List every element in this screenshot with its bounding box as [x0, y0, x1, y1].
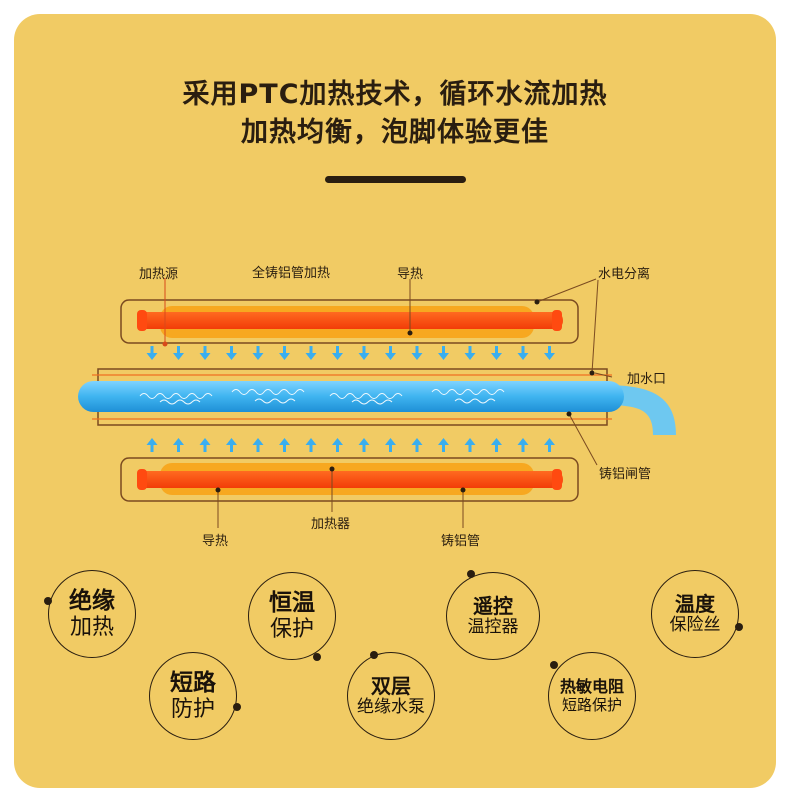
- heat-arrow-up: [438, 438, 449, 452]
- feature-subtitle: 短路保护: [561, 695, 622, 714]
- feature-title: 短路: [170, 670, 216, 697]
- heat-arrow-up: [491, 438, 502, 452]
- heat-arrow-down: [146, 346, 158, 360]
- label-cast-aluminum-tube: 铸铝管: [441, 534, 481, 549]
- heat-arrow-up: [332, 438, 343, 452]
- feature-badge-short-circuit-protection: 短路 防护: [149, 652, 241, 740]
- headline-line-2: 加热均衡，泡脚体验更佳: [241, 117, 549, 148]
- heat-arrow-up: [358, 438, 370, 452]
- leader-lines: [164, 278, 613, 528]
- heat-arrow-up: [199, 438, 211, 452]
- heat-arrow-up: [146, 438, 158, 452]
- heat-arrow-up: [517, 438, 529, 452]
- title-divider: [325, 176, 466, 183]
- heat-arrow-up: [385, 438, 396, 452]
- label-water-inlet: 加水口: [627, 372, 667, 387]
- heat-arrow-up: [411, 438, 423, 452]
- feature-title: 绝缘: [69, 588, 115, 615]
- feature-title: 遥控: [473, 593, 513, 618]
- heat-arrow-down: [411, 346, 423, 360]
- feature-subtitle: 加热: [69, 614, 114, 640]
- heat-arrow-up: [252, 438, 264, 452]
- heat-arrow-down: [252, 346, 264, 360]
- heat-arrow-down: [332, 346, 343, 360]
- water-tube: [78, 368, 676, 435]
- bottom-heater: [120, 457, 579, 502]
- heat-arrow-down: [438, 346, 449, 360]
- label-heater: 加热器: [311, 517, 351, 532]
- leader-dots: [162, 299, 595, 493]
- feature-badge-double-insulated-pump: 双层 绝缘水泵: [347, 651, 435, 740]
- label-cast-aluminum-heating: 全铸铝管加热: [252, 266, 331, 281]
- feature-badge-thermal-fuse: 温度 保险丝: [651, 570, 743, 658]
- heat-arrow-down: [491, 346, 502, 360]
- heat-arrow-down: [517, 346, 529, 360]
- heat-arrow-up: [464, 438, 476, 452]
- label-water-electric-separation: 水电分离: [598, 267, 651, 282]
- heat-arrow-down: [305, 346, 317, 360]
- heat-arrow-down: [226, 346, 237, 360]
- heat-arrow-down: [544, 346, 555, 360]
- feature-badge-remote-thermostat: 遥控 温控器: [446, 570, 540, 660]
- feature-badge-thermistor-protection: 热敏电阻 短路保护: [548, 652, 636, 740]
- feature-subtitle: 绝缘水泵: [357, 696, 425, 717]
- heat-arrow-down: [464, 346, 476, 360]
- feature-subtitle: 保险丝: [669, 614, 721, 635]
- heat-arrow-up: [305, 438, 317, 452]
- heat-arrow-down: [199, 346, 211, 360]
- feature-title: 双层: [371, 673, 411, 698]
- feature-badge-constant-temperature: 恒温 保护: [248, 572, 336, 661]
- label-heat-conduction-bottom: 导热: [202, 534, 229, 549]
- heat-arrow-up: [173, 438, 184, 452]
- feature-title: 热敏电阻: [559, 677, 624, 697]
- heating-diagram: [78, 278, 676, 528]
- feature-title: 恒温: [269, 590, 315, 617]
- heat-arrow-down: [385, 346, 396, 360]
- feature-subtitle: 温控器: [467, 616, 519, 637]
- heat-arrow-down: [173, 346, 184, 360]
- feature-badge-insulated-heating: 绝缘 加热: [44, 570, 136, 658]
- label-heat-source: 加热源: [139, 267, 179, 282]
- label-heat-conduction-top: 导热: [397, 267, 424, 282]
- heat-arrows-up: [146, 438, 555, 452]
- heat-arrow-up: [226, 438, 237, 452]
- heat-arrows-down: [146, 346, 555, 360]
- headline-line-1: 采用PTC加热技术，循环水流加热: [182, 79, 608, 110]
- feature-subtitle: 防护: [170, 696, 215, 722]
- feature-title: 温度: [675, 591, 715, 616]
- heat-arrow-down: [279, 346, 290, 360]
- feature-subtitle: 保护: [269, 616, 314, 642]
- heat-arrow-down: [358, 346, 370, 360]
- top-heater: [120, 299, 579, 344]
- heat-arrow-up: [544, 438, 555, 452]
- heat-arrow-up: [279, 438, 290, 452]
- label-cast-aluminum-gate-tube: 铸铝闸管: [599, 467, 652, 482]
